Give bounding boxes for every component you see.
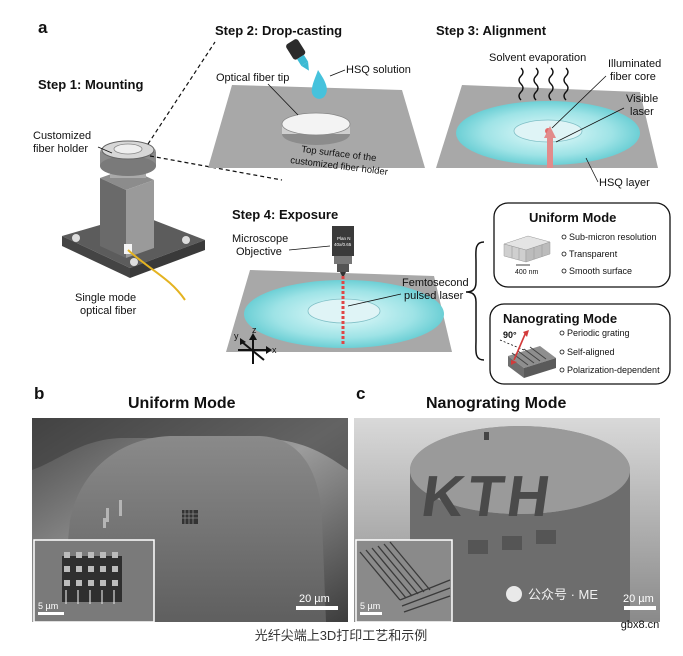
panel-a-letter: a xyxy=(38,18,48,37)
nanograting-item-2: Self-aligned xyxy=(567,347,615,357)
holder-label-1: Customized xyxy=(33,130,91,142)
zoom-line-top xyxy=(147,41,216,145)
uniform-mode-box: Uniform Mode 400 nm Sub-micron resolutio… xyxy=(493,202,671,288)
kth-letters: KTH xyxy=(418,464,558,529)
panel-b-scale: 20 µm xyxy=(299,593,330,605)
step2-title: Step 2: Drop-casting xyxy=(215,23,342,38)
axis-y: y xyxy=(234,331,239,341)
tip-label: Optical fiber tip xyxy=(216,72,289,84)
uniform-box-title: Uniform Mode xyxy=(529,210,616,225)
femto-label-2: pulsed laser xyxy=(404,290,464,302)
core-label-2: fiber core xyxy=(610,71,656,83)
uniform-item-3: Smooth surface xyxy=(569,266,632,276)
objective-text-2: 40x/0.65 xyxy=(334,242,352,247)
inset-lattice xyxy=(62,552,122,604)
fiber-holder-illustration xyxy=(62,140,205,301)
objective-label-2: Objective xyxy=(236,246,282,258)
uniform-item-2: Transparent xyxy=(569,249,618,259)
panel-c-letter: c xyxy=(356,384,365,403)
objective-label-1: Microscope xyxy=(232,233,288,245)
step1-title: Step 1: Mounting xyxy=(38,77,143,92)
site-mark: gbx8.cn xyxy=(621,619,660,631)
fiber-label-1: Single mode xyxy=(75,292,136,304)
watermark-text: 公众号 · ME xyxy=(528,587,598,602)
hsq-label: HSQ solution xyxy=(346,64,411,76)
panel-b-title: Uniform Mode xyxy=(128,395,236,412)
panel-c-title: Nanograting Mode xyxy=(426,395,567,412)
angle-label: 90° xyxy=(503,330,517,340)
caption: 光纤尖端上3D打印工艺和示例 xyxy=(255,628,428,643)
laser-label-1: Visible xyxy=(626,93,658,105)
axis-z: z xyxy=(252,325,257,335)
panel-c-inset-scale: 5 µm xyxy=(360,601,380,611)
fiber-label-2: optical fiber xyxy=(80,305,137,317)
sem-image-nanograting: KTH xyxy=(354,418,660,623)
panel-b-letter: b xyxy=(34,384,44,403)
evap-label: Solvent evaporation xyxy=(489,52,586,64)
femto-label-1: Femtosecond xyxy=(402,277,469,289)
panel-c-scale: 20 µm xyxy=(623,593,654,605)
axes-icon: z x y xyxy=(234,325,277,364)
uniform-block-icon xyxy=(503,235,551,266)
holder-label-2: fiber holder xyxy=(33,143,88,155)
axis-x: x xyxy=(272,345,277,355)
step3-title: Step 3: Alignment xyxy=(436,23,547,38)
step4-title: Step 4: Exposure xyxy=(232,207,338,222)
droplet-icon xyxy=(311,70,327,99)
laser-label-2: laser xyxy=(630,106,654,118)
nanograting-item-1: Periodic grating xyxy=(567,328,630,338)
nanograting-mode-box: Nanograting Mode 90° Periodic grating Se… xyxy=(489,303,671,385)
layer-label: HSQ layer xyxy=(599,177,650,189)
dropcast-illustration xyxy=(208,39,425,168)
brace xyxy=(465,241,485,361)
nanograting-box-title: Nanograting Mode xyxy=(503,311,617,326)
uniform-scale: 400 nm xyxy=(515,269,539,276)
panel-b-inset-scale: 5 µm xyxy=(38,601,58,611)
core-label-1: Illuminated xyxy=(608,58,661,70)
nanograting-item-3: Polarization-dependent xyxy=(567,365,660,375)
sem-image-uniform xyxy=(32,418,348,623)
watermark: 公众号 · ME xyxy=(506,586,598,602)
objective-text-1: Plan N xyxy=(337,236,351,241)
zoom-line-bottom xyxy=(149,155,283,181)
alignment-illustration xyxy=(436,67,658,168)
uniform-item-1: Sub-micron resolution xyxy=(569,232,657,242)
exposure-illustration: Plan N 40x/0.65 xyxy=(226,226,452,352)
grating-block-icon xyxy=(499,330,556,378)
